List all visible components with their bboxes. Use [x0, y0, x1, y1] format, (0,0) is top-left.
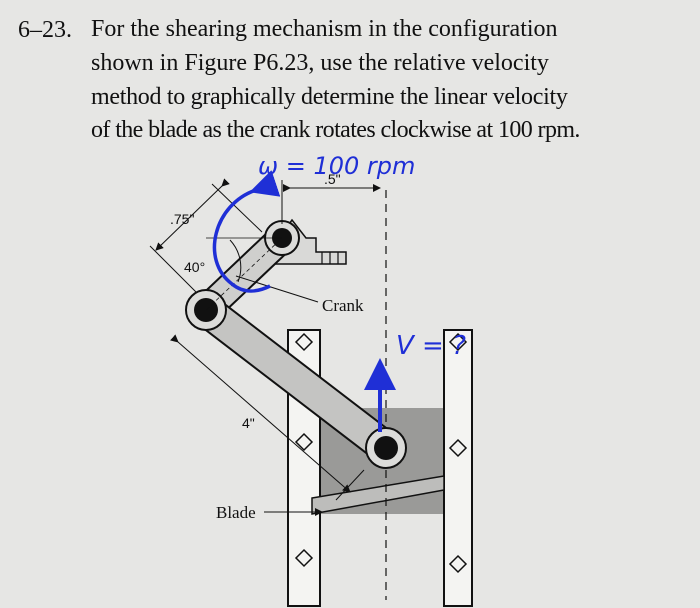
dimension-link-length: 4": [170, 334, 365, 501]
blade-label-group: Blade: [216, 503, 323, 522]
dimension-angle: 40°: [184, 237, 283, 311]
label-blade: Blade: [216, 503, 256, 522]
problem-statement: 6–23. For the shearing mechanism in the …: [0, 0, 700, 150]
dim-link-length: 4": [242, 415, 255, 431]
hand-velocity-text: V = ?: [396, 331, 466, 361]
crank-label-group: Crank: [235, 275, 364, 315]
handwritten-velocity: V = ?: [364, 331, 466, 432]
problem-line-2: shown in Figure P6.23, use the relative …: [91, 50, 549, 76]
problem-number: 6–23.: [18, 17, 72, 43]
right-guide-rail: [443, 329, 473, 607]
blade-joint: [365, 427, 407, 469]
dim-crank-offset: .5": [324, 171, 341, 187]
blade: [311, 475, 445, 515]
dimension-half-inch: .5": [281, 171, 381, 224]
problem-line-1: For the shearing mechanism in the config…: [91, 16, 558, 42]
dim-pivot-offset: .75": [170, 211, 194, 227]
label-crank: Crank: [322, 296, 364, 315]
handwritten-omega: ω = 100 rpm: [212, 152, 415, 293]
dimension-three-quarter: .75": [149, 178, 263, 293]
problem-line-4: of the blade as the crank rotates clockw…: [91, 117, 580, 143]
problem-line-3: method to graphically determine the line…: [91, 84, 568, 110]
hand-omega-text: ω = 100 rpm: [258, 152, 415, 180]
dim-angle: 40°: [184, 259, 205, 275]
